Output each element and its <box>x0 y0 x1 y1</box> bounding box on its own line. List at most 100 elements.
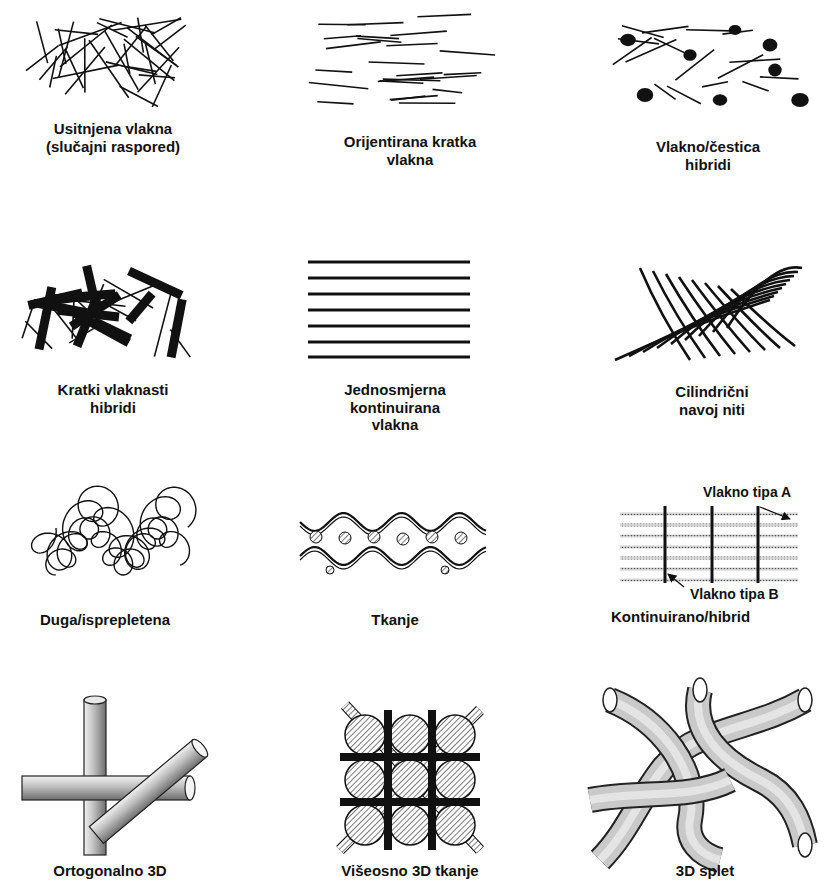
particle <box>763 38 778 51</box>
bias-yarn <box>340 710 480 850</box>
fiber-stroke <box>324 36 361 39</box>
fiber-stroke <box>666 274 720 356</box>
fiber-stroke <box>718 55 763 78</box>
fiber-stroke <box>53 65 119 78</box>
fiber-stroke <box>22 299 35 338</box>
fiber-stroke <box>433 89 463 92</box>
fiber-stroke <box>718 286 780 348</box>
fiber-stroke <box>171 299 182 357</box>
fiber-label: Vlakno tipa A <box>703 484 821 500</box>
fiber-label: Vlakno tipa B <box>690 586 815 602</box>
fiber-stroke <box>138 18 144 53</box>
caption-label: Kratki vlaknasti hibridi <box>38 381 188 416</box>
weft-yarn <box>441 566 449 574</box>
caption-label: Višeosno 3D tkanje <box>315 862 505 880</box>
fiber-type-a <box>620 535 798 538</box>
axial-yarn <box>390 760 430 800</box>
weft-yarn <box>455 532 467 544</box>
fiber-stroke <box>25 321 52 348</box>
fiber-type-a <box>620 568 798 571</box>
fiber-stroke <box>124 44 130 74</box>
fiber-stroke <box>46 517 190 575</box>
particle <box>729 25 742 35</box>
warp-yarn <box>428 710 436 850</box>
fiber-stroke <box>95 298 136 320</box>
fiber-stroke <box>104 279 153 308</box>
fiber-stroke <box>154 294 170 357</box>
particle <box>791 93 809 107</box>
fiber-stroke <box>94 321 130 339</box>
axial-yarn <box>345 715 385 755</box>
3d-braid <box>590 678 812 860</box>
braid-tube <box>590 780 730 800</box>
fiber-stroke <box>64 299 126 306</box>
unidirectional-fibers <box>308 262 470 357</box>
axial-yarn <box>435 715 475 755</box>
fiber-stroke <box>347 23 403 25</box>
fiber-stroke <box>58 29 66 64</box>
particle <box>620 34 636 46</box>
fiber-stroke <box>679 277 735 354</box>
weft-yarn <box>339 532 351 544</box>
fiber-stroke <box>369 62 425 64</box>
short-fiber-hybrid <box>22 266 190 358</box>
fiber-stroke <box>105 31 139 90</box>
bias-yarn <box>345 705 480 850</box>
fiber-stroke <box>742 82 768 92</box>
caption-label: Kontinuirano/hibrid <box>611 608 811 626</box>
fiber-stroke <box>357 39 401 43</box>
unidirectional-fibers <box>308 355 470 358</box>
axial-yarn <box>390 805 430 845</box>
particle <box>768 64 781 77</box>
orthogonal-3d-rods <box>189 737 210 760</box>
caption-label: Ortogonalno 3D <box>25 862 195 880</box>
multiaxial-3d-weave <box>340 705 480 850</box>
unidirectional-fibers <box>308 340 470 343</box>
fiber-stroke <box>84 38 86 92</box>
orthogonal-3d-rods <box>89 737 210 844</box>
fiber-stroke <box>326 42 381 49</box>
fiber-stroke <box>729 59 780 62</box>
continuous-hybrid <box>620 506 798 583</box>
orthogonal-3d-rods <box>22 696 210 855</box>
fiber-stroke <box>667 86 701 104</box>
particle <box>713 94 727 105</box>
leader-arrow <box>668 574 684 587</box>
braid-tube <box>698 690 805 845</box>
braid-tube <box>698 690 805 845</box>
fiber-stroke <box>315 70 352 72</box>
fiber-stroke <box>378 77 434 81</box>
fiber-type-b <box>711 506 714 583</box>
fiber-type-a <box>620 546 798 549</box>
fiber-stroke <box>32 486 196 570</box>
caption-label: Jednosmjerna kontinuirana vlakna <box>335 381 455 434</box>
weft-yarn <box>397 533 409 545</box>
fiber-stroke <box>54 294 115 299</box>
fiber-stroke <box>390 31 446 35</box>
fiber-stroke <box>675 50 714 80</box>
fiber-type-a <box>620 557 798 560</box>
fiber-stroke <box>653 271 705 358</box>
caption-label: 3D splet <box>645 862 765 880</box>
fiber-stroke <box>731 289 795 346</box>
fiber-stroke <box>309 83 369 89</box>
orthogonal-3d-rods <box>84 696 106 704</box>
fiber-stroke <box>124 39 174 81</box>
weft-yarn <box>340 753 480 761</box>
fiber-stroke <box>120 86 159 106</box>
fiber-type-b <box>664 506 667 583</box>
woven-fabric <box>300 513 486 574</box>
axial-yarn <box>345 760 385 800</box>
orthogonal-3d-rods <box>185 776 195 800</box>
fiber-stroke <box>72 295 100 322</box>
particle <box>637 88 654 102</box>
fiber-stroke <box>390 96 438 100</box>
fiber-stroke <box>702 82 728 87</box>
fiber-type-a <box>620 524 798 527</box>
fiber-type-a <box>620 579 798 582</box>
braid-tube <box>590 780 730 800</box>
fiber-stroke <box>655 84 676 99</box>
fiber-stroke <box>386 44 437 46</box>
oriented-short-fibers <box>309 14 495 104</box>
fiber-particle-hybrid <box>613 25 809 107</box>
